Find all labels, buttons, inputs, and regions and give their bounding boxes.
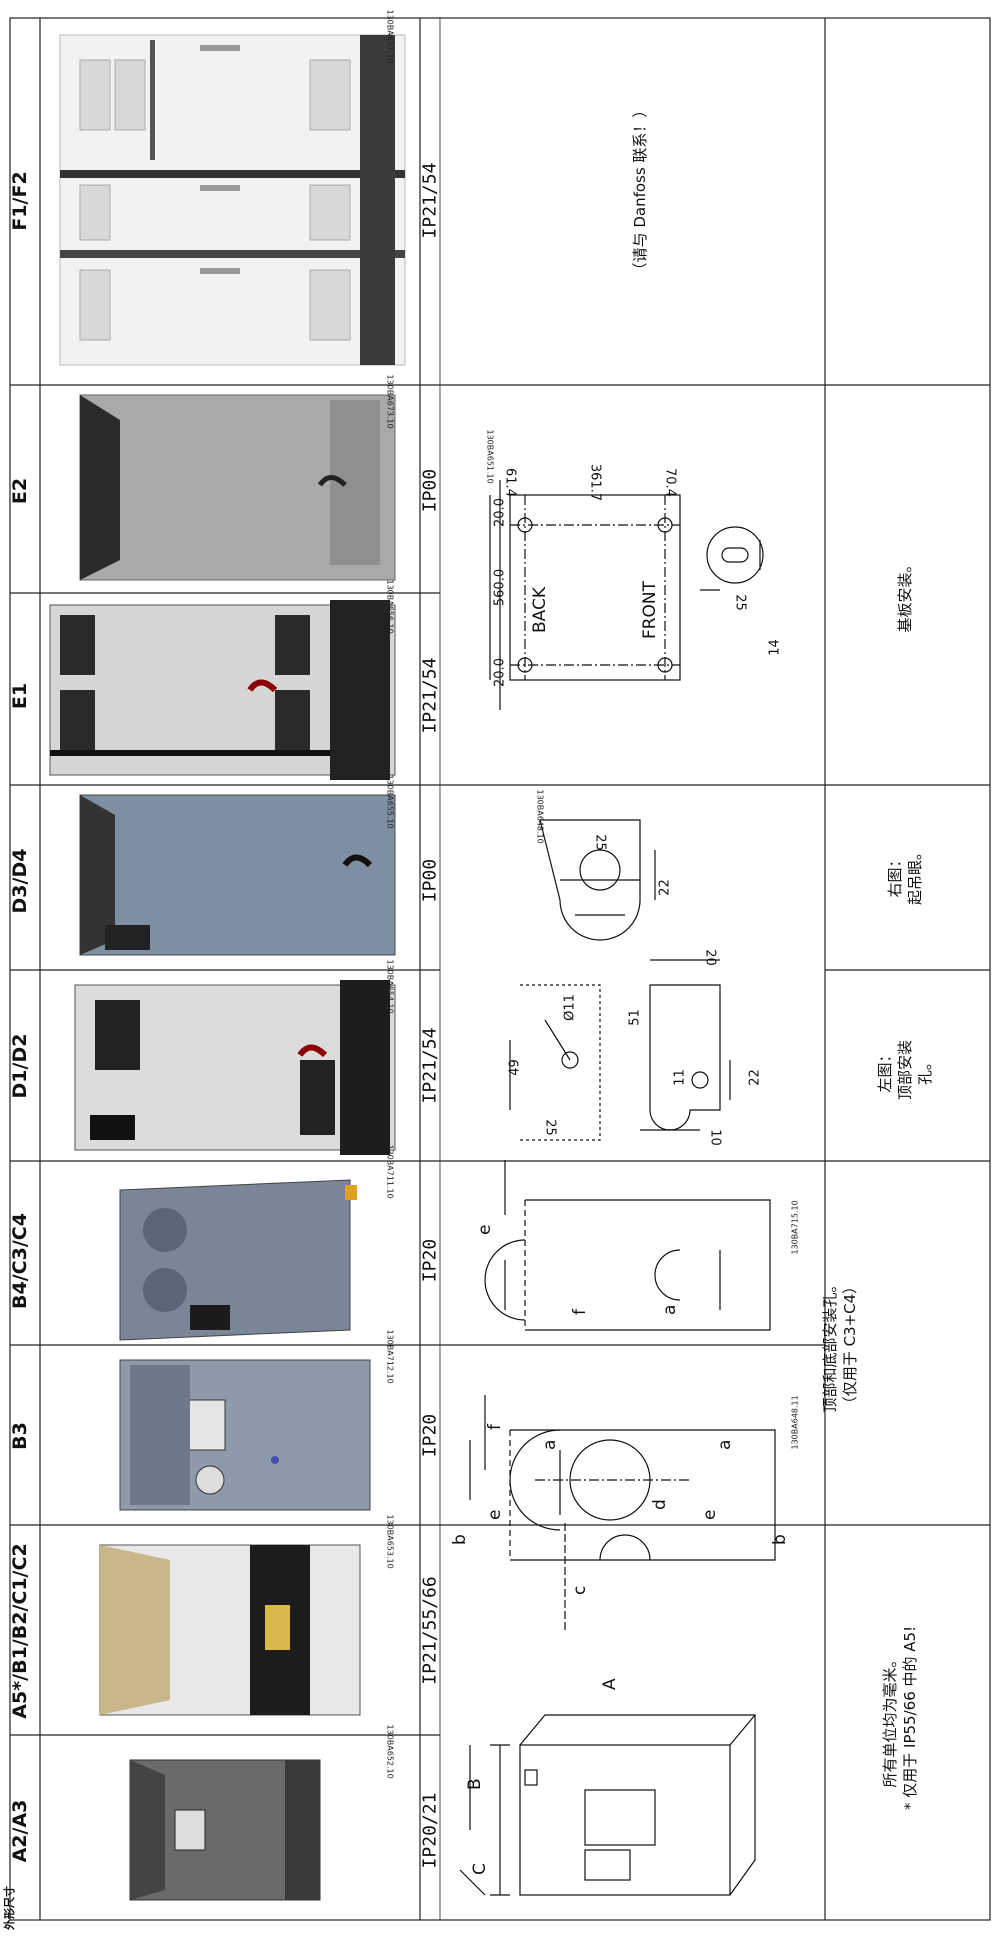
e2-image [79, 394, 396, 581]
e-d20b: 20.0 [492, 658, 508, 687]
e-back: BACK [530, 587, 550, 634]
b3-code: 130BA648.11 [790, 1395, 800, 1450]
b3-b2: b [770, 1534, 790, 1545]
code-b4c3c4: 130BA711.10 [385, 1144, 395, 1199]
d1-d11b: 11 [672, 1069, 688, 1086]
d1-d11: Ø11 [562, 994, 578, 1021]
e-d25: 25 [732, 594, 748, 611]
e-d560: 560.0 [492, 568, 508, 607]
header-d3d4: D3/D4 [9, 848, 31, 914]
d3d4-image [79, 794, 396, 956]
header-e1: E1 [9, 682, 31, 710]
d3-code: 130BA648.10 [535, 789, 545, 844]
a2-image [129, 1759, 321, 1901]
b3-e2: e [700, 1509, 720, 1520]
e-front: FRONT [640, 580, 660, 640]
e-d61: 61.4 [502, 468, 518, 497]
b4-image [119, 1179, 357, 1341]
e-d70: 70.4 [662, 468, 678, 497]
note-contact: （请与 Danfoss 联系！） [631, 102, 649, 278]
ip-b4c3c4: IP20 [419, 1238, 441, 1283]
ip-a5b1: IP21/55/66 [419, 1576, 441, 1685]
e1-image [49, 600, 396, 780]
d1-d49: 49 [507, 1059, 523, 1076]
dim-B: B [465, 1778, 485, 1790]
code-f1f2: 130BA657.10 [385, 9, 395, 64]
b3-a2: a [715, 1439, 735, 1450]
d1-d20: 20 [702, 949, 718, 966]
code-d3d4: 130BA655.10 [385, 774, 395, 829]
b4-e: e [475, 1224, 495, 1235]
d1d2-image [74, 980, 396, 1155]
b4-code: 130BA715.10 [790, 1200, 800, 1255]
b3-e1: e [485, 1509, 505, 1520]
code-a5b1: 130BA653.10 [385, 1514, 395, 1569]
header-e2: E2 [9, 477, 31, 505]
ip-a2a3: IP20/21 [419, 1792, 441, 1869]
b4-a: a [660, 1304, 680, 1315]
d3-d25: 25 [592, 834, 608, 851]
dim-C: C [470, 1863, 490, 1875]
note-left-img: 左图： 顶部安装 孔。 [876, 1040, 934, 1101]
header-d1d2: D1/D2 [9, 1033, 31, 1099]
e-d14: 14 [767, 639, 783, 656]
header-b4c3c4: B4/C3/C4 [9, 1213, 31, 1309]
header-b3: B3 [9, 1422, 31, 1450]
note-base-plate: 基板安装。 [896, 557, 914, 633]
f1f2-image [59, 34, 406, 366]
ip-d1d2: IP21/54 [419, 1027, 441, 1104]
d3-d22: 22 [657, 879, 673, 896]
header-a5b1: A5*/B1/B2/C1/C2 [9, 1543, 31, 1719]
code-e2: 130BA673.10 [385, 374, 395, 429]
b3-c: c [570, 1585, 590, 1595]
d1-d51: 51 [627, 1009, 643, 1026]
b3-b1: b [450, 1534, 470, 1545]
header-a2a3: A2/A3 [9, 1799, 31, 1863]
b4-f: f [570, 1309, 590, 1315]
b3-f: f [485, 1424, 505, 1430]
d1-d25: 25 [542, 1119, 558, 1136]
d1-d22: 22 [747, 1069, 763, 1086]
e-d361: 361.7 [587, 463, 603, 502]
ip-e2: IP00 [419, 468, 441, 513]
header-f1f2: F1/F2 [9, 171, 31, 231]
code-a2a3: 130BA652.10 [385, 1724, 395, 1779]
a5-image [99, 1544, 361, 1716]
note-top-bottom: 顶部和底部安装孔。 （仅用于 C3+C4） [821, 1277, 859, 1413]
corner-label: 外形尺寸 [3, 1886, 16, 1930]
e-code: 130BA651.10 [485, 429, 495, 484]
ip-e1: IP21/54 [419, 657, 441, 734]
b3-a1: a [540, 1439, 560, 1450]
d1-d10: 10 [707, 1129, 723, 1146]
code-d1d2: 130BA654.10 [385, 959, 395, 1014]
dim-A: A [600, 1678, 620, 1690]
code-e1: 130BA656.10 [385, 579, 395, 634]
note-right-img: 右图： 起吊眼。 [886, 845, 924, 906]
code-b3: 130BA712.10 [385, 1329, 395, 1384]
ip-b3: IP20 [419, 1413, 441, 1458]
b3-d: d [650, 1499, 670, 1510]
note-units: 所有单位均为毫米。 * 仅用于 IP55/66 中的 A5! [881, 1625, 919, 1810]
ip-d3d4: IP00 [419, 858, 441, 903]
ip-f1f2: IP21/54 [419, 162, 441, 239]
b3-image [119, 1359, 371, 1511]
